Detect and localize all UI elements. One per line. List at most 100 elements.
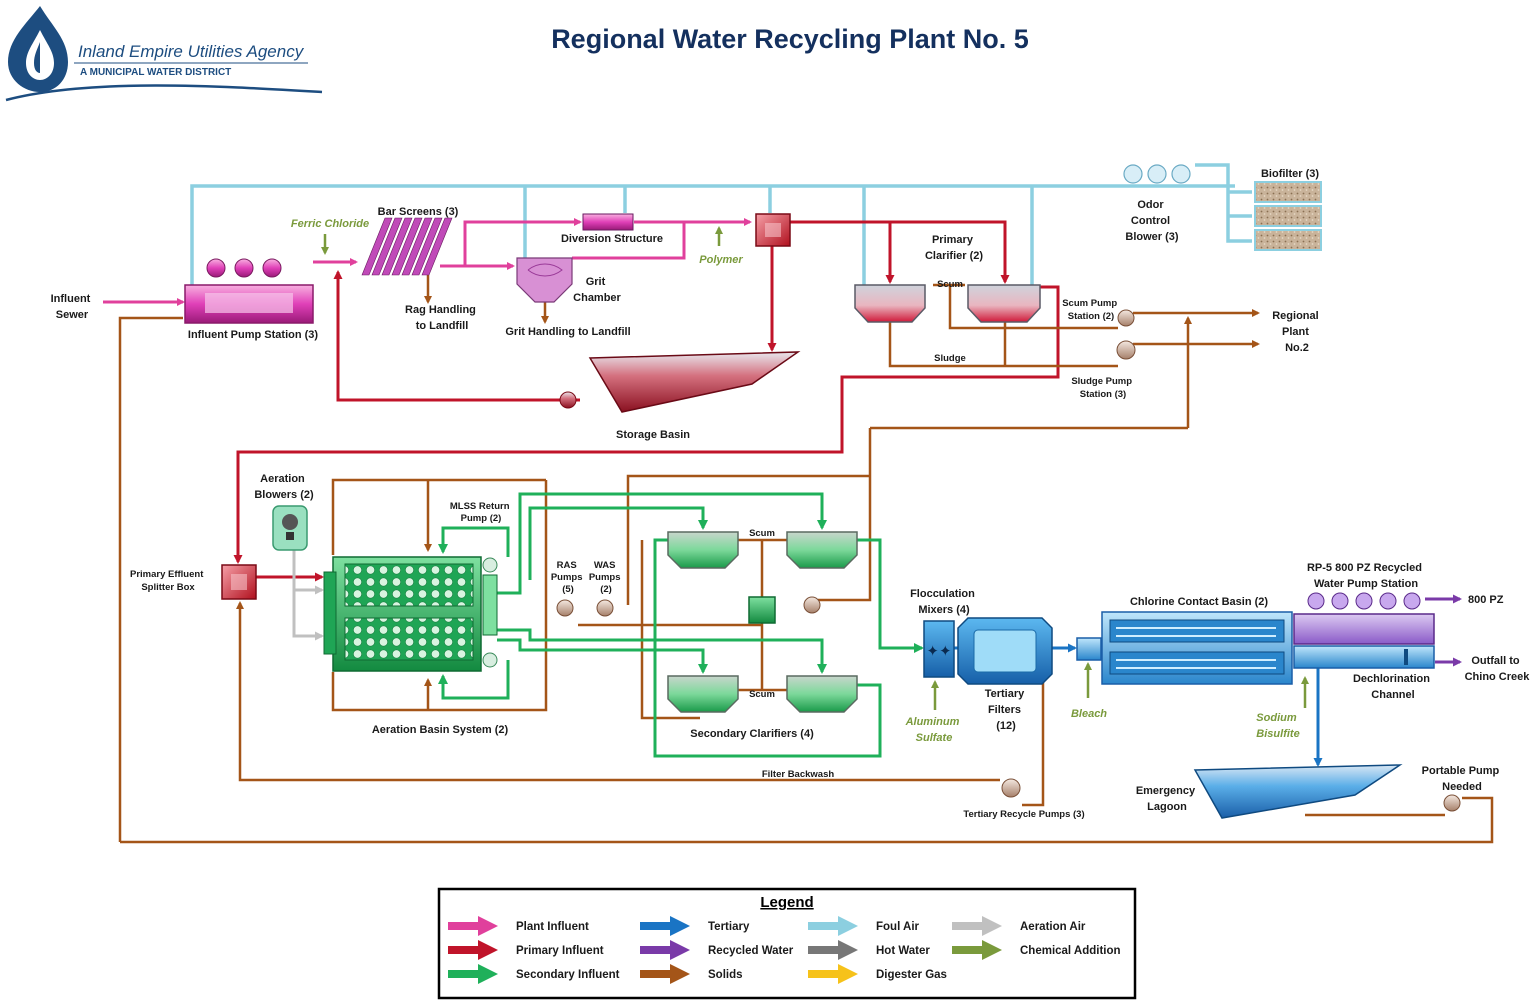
label-filter-backwash: Filter Backwash: [762, 769, 835, 780]
label-flocculation-mixers: Flocculation Mixers (4): [910, 588, 978, 616]
recycled-water-lines: [1425, 594, 1462, 667]
influent-pump-icons: [206, 258, 282, 278]
label-rag-handling: Rag Handling to Landfill: [405, 304, 479, 332]
secondary-clarifier-3[interactable]: [667, 675, 739, 713]
label-primary-clarifier: Primary Clarifier (2): [925, 234, 983, 262]
label-scum-secondary-bottom: Scum: [749, 689, 775, 700]
label-mlss-return-pump: MLSS Return Pump (2): [450, 501, 512, 524]
scum-box: [748, 596, 776, 624]
label-scum-secondary-top: Scum: [749, 528, 775, 539]
storage-pump-icon: [559, 391, 577, 409]
logo-tagline: A MUNICIPAL WATER DISTRICT: [80, 67, 231, 78]
diversion-structure[interactable]: [582, 213, 634, 231]
secondary-clarifier-4[interactable]: [786, 675, 858, 713]
rp5-pump-station[interactable]: [1293, 613, 1435, 645]
label-primary-effluent-splitter: Primary Effluent Splitter Box: [130, 569, 206, 593]
secondary-clarifier-1[interactable]: [667, 531, 739, 569]
legend-item-label: Foul Air: [876, 921, 920, 933]
legend-item-label: Plant Influent: [516, 921, 589, 933]
legend-item-label: Secondary Influent: [516, 969, 620, 981]
label-grit-handling: Grit Handling to Landfill: [505, 326, 630, 338]
biofilters[interactable]: [1254, 181, 1322, 251]
label-portable-pump: Portable Pump Needed: [1422, 765, 1503, 793]
grit-chamber[interactable]: [516, 257, 573, 303]
sludge-pump-icon: [1116, 340, 1136, 360]
iea-logo: Inland Empire Utilities Agency A MUNICIP…: [5, 6, 323, 102]
influent-pump-station[interactable]: [184, 284, 314, 324]
legend-arrow-icon: [952, 916, 1002, 936]
legend-arrow-icon: [808, 940, 858, 960]
splitter-box-inner: [231, 574, 247, 590]
rp5-pump-icons: [1307, 592, 1421, 610]
label-sludge: Sludge: [934, 353, 966, 364]
label-grit-chamber: Grit Chamber: [573, 276, 621, 304]
label-chlorine-contact-basin: Chlorine Contact Basin (2): [1130, 596, 1268, 608]
label-sludge-pump-station: Sludge Pump Station (3): [1071, 376, 1134, 400]
legend-arrow-icon: [640, 940, 690, 960]
chlorine-contact-basin[interactable]: [1101, 611, 1293, 685]
tertiary-recycle-pump-icon: [1001, 778, 1021, 798]
label-outfall: Outfall to Chino Creek: [1465, 655, 1531, 683]
emergency-lagoon[interactable]: [1193, 764, 1403, 819]
bar-screens[interactable]: [361, 217, 453, 276]
bleach-box: [1076, 637, 1102, 661]
label-aeration-blowers: Aeration Blowers (2): [254, 473, 314, 501]
secondary-clarifier-2[interactable]: [786, 531, 858, 569]
label-bar-screens: Bar Screens (3): [378, 206, 459, 218]
legend-arrow-icon: [448, 964, 498, 984]
primary-influent-lines: [233, 220, 1060, 582]
legend-arrow-icon: [808, 916, 858, 936]
primary-clarifier-1[interactable]: [854, 284, 926, 323]
label-tertiary-recycle-pumps: Tertiary Recycle Pumps (3): [963, 809, 1084, 820]
label-scum-primary: Scum: [937, 279, 963, 290]
legend-arrow-icon: [640, 964, 690, 984]
label-ferric-chloride: Ferric Chloride: [291, 218, 369, 230]
mlss-return-pump-icons: [482, 557, 498, 668]
flocculation-mixers[interactable]: ✦✦: [923, 620, 955, 678]
legend-item-label: Recycled Water: [708, 945, 794, 957]
label-bleach: Bleach: [1071, 708, 1107, 720]
legend-arrow-icon: [640, 916, 690, 936]
label-secondary-clarifiers: Secondary Clarifiers (4): [690, 728, 814, 740]
label-was-pumps: WAS Pumps (2): [589, 560, 623, 595]
plant-influent-lines: [103, 218, 752, 306]
aeration-air-lines: [292, 550, 324, 641]
legend-arrow-icon: [448, 916, 498, 936]
label-polymer: Polymer: [699, 254, 743, 266]
logo-name: Inland Empire Utilities Agency: [78, 42, 305, 61]
label-regional-plant: Regional Plant No.2: [1272, 310, 1322, 354]
primary-clarifier-2[interactable]: [967, 284, 1041, 323]
label-storage-basin: Storage Basin: [616, 429, 690, 441]
label-odor-control-blower: Odor Control Blower (3): [1125, 199, 1179, 243]
legend-title: Legend: [760, 894, 813, 911]
label-ras-pumps: RAS Pumps (5): [551, 560, 585, 595]
legend-arrow-icon: [448, 940, 498, 960]
aeration-blowers[interactable]: [272, 505, 308, 551]
dechlorination-channel[interactable]: [1293, 645, 1435, 669]
legend-arrow-icon: [808, 964, 858, 984]
secondary-scum-pump-icon: [803, 596, 821, 614]
label-800-pz: 800 PZ: [1468, 594, 1504, 606]
legend-arrow-icon: [952, 940, 1002, 960]
aeration-basin-system[interactable]: [323, 556, 498, 672]
tertiary-filters[interactable]: [957, 617, 1053, 685]
headworks-splitter-inner: [765, 223, 781, 237]
label-tertiary-filters: Tertiary Filters (12): [985, 688, 1028, 732]
label-influent-pump-station: Influent Pump Station (3): [188, 329, 318, 341]
legend-item-label: Digester Gas: [876, 969, 947, 981]
label-aeration-basin-system: Aeration Basin System (2): [372, 724, 509, 736]
odor-control-blowers[interactable]: [1123, 164, 1191, 184]
scum-pump-icon: [1117, 309, 1135, 327]
legend-item-label: Tertiary: [708, 921, 750, 933]
svg-text:✦✦: ✦✦: [926, 642, 951, 660]
portable-pump-icon: [1443, 794, 1461, 812]
legend-item-label: Solids: [708, 969, 743, 981]
page-title: Regional Water Recycling Plant No. 5: [551, 24, 1029, 54]
legend-item-label: Chemical Addition: [1020, 945, 1121, 957]
secondary-influent-lines: [438, 492, 924, 758]
legend-item-label: Hot Water: [876, 945, 930, 957]
solids-lines: [118, 272, 1494, 844]
legend-item-label: Aeration Air: [1020, 921, 1086, 933]
storage-basin[interactable]: [588, 351, 801, 413]
